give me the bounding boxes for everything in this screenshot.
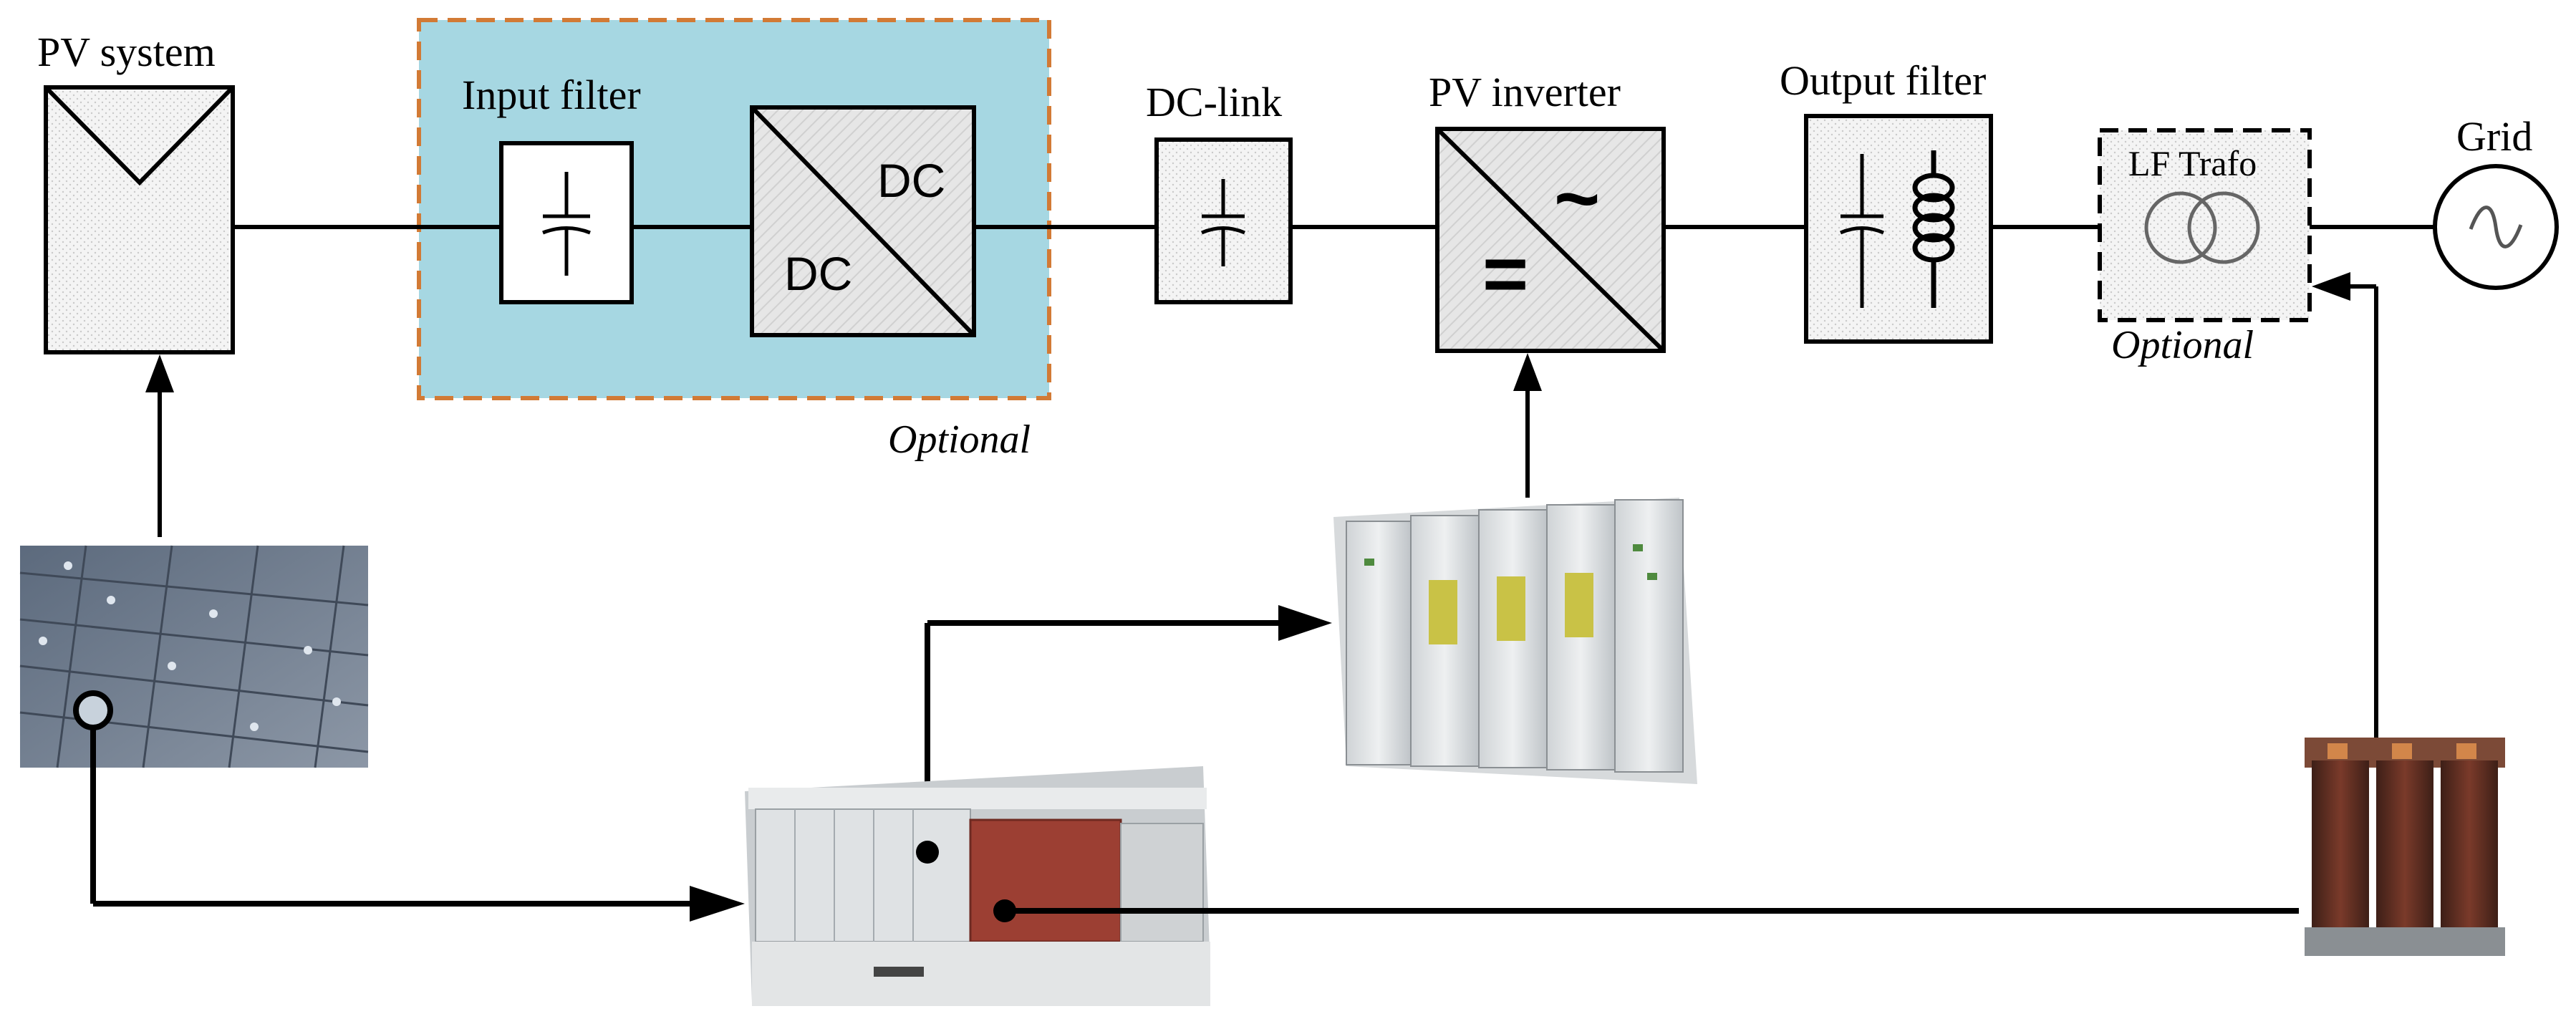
ac-symbol: ~ [1554, 155, 1600, 243]
optional-region-label: Optional [888, 417, 1031, 462]
inverter-cabinet-photo [1333, 498, 1697, 784]
filter-capacitor-icon [1840, 154, 1884, 308]
arrow-cabinet-to-inverter [1513, 353, 1542, 498]
input-filter-label: Input filter [462, 72, 641, 118]
solar-panels-photo [19, 545, 369, 768]
transformer-icon [2144, 191, 2260, 264]
lf-trafo-label: LF Trafo [2128, 143, 2257, 183]
pv-inverter-label: PV inverter [1429, 69, 1621, 115]
dc-symbol: = [1482, 230, 1528, 318]
dc-bottom-label: DC [784, 247, 852, 300]
dc-dc-converter-block: DC DC [750, 105, 976, 337]
arrow-panels-to-pv [145, 354, 174, 537]
inverter-station-photo [745, 766, 1210, 1006]
dc-link-label: DC-link [1146, 79, 1282, 125]
arrow-panels-to-station [90, 728, 745, 922]
arrow-transformer-to-trafo [2312, 272, 2378, 745]
dc-top-label: DC [877, 154, 945, 207]
capacitor-icon [542, 172, 591, 276]
pv-system-block [44, 85, 235, 354]
station-node-lower [993, 899, 1016, 922]
pv-system-label: PV system [37, 29, 216, 75]
grid-label: Grid [2456, 113, 2532, 160]
grid-source-icon [2433, 164, 2559, 290]
inductor-icon [1912, 150, 1955, 308]
station-node-upper [916, 841, 939, 864]
transformer-photo [2305, 738, 2505, 956]
dc-link-block [1154, 137, 1293, 304]
output-filter-block [1804, 114, 1993, 344]
input-filter-block [499, 141, 634, 304]
lf-trafo-block: LF Trafo [2098, 128, 2312, 322]
optional-trafo-label: Optional [2111, 323, 2254, 367]
pv-inverter-block: ~ = [1435, 127, 1666, 353]
panel-connection-marker [73, 690, 113, 730]
output-filter-label: Output filter [1780, 57, 1986, 104]
pv-panel-icon [44, 85, 235, 186]
dc-link-capacitor-icon [1201, 179, 1245, 266]
